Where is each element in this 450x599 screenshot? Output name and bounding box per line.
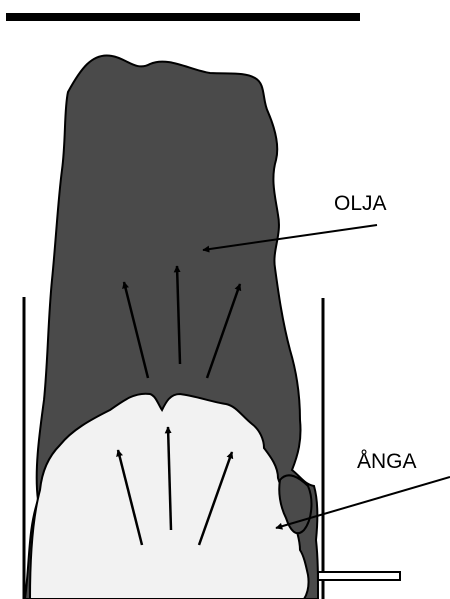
steam-label: ÅNGA bbox=[357, 450, 417, 473]
top-bar bbox=[6, 13, 360, 21]
outlet-pipe bbox=[318, 572, 400, 580]
oil-label: OLJA bbox=[334, 192, 387, 215]
